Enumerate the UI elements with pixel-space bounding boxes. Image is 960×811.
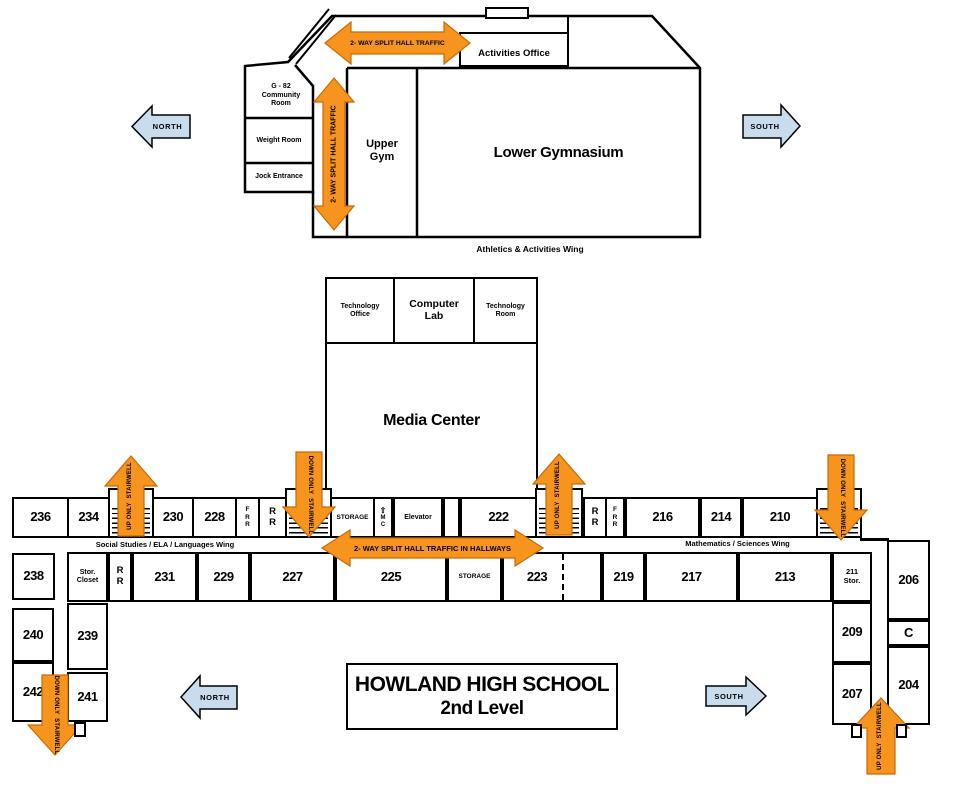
title-box: HOWLAND HIGH SCHOOL 2nd Level — [346, 663, 618, 730]
room-217: 217 — [645, 552, 738, 602]
north-label: NORTH — [200, 692, 230, 702]
right-wing-label: Mathematics / Sciences Wing — [685, 539, 790, 548]
room-c: C — [887, 620, 930, 646]
entrance-door-line — [288, 8, 330, 59]
room-weight-label: Weight Room — [256, 136, 302, 144]
room-211-stor: 211 Stor. — [832, 552, 872, 602]
south-arrow-top: SOUTH — [742, 103, 802, 149]
split-hall-traffic-label: 2- WAY SPLIT HALL TRAFFIC — [350, 39, 445, 47]
computer-lab-room: Computer Lab — [393, 277, 475, 344]
left-wing-label: Social Studies / ELA / Languages Wing — [95, 540, 235, 549]
room-234: 234 — [67, 497, 110, 538]
down-stairwell-label: DOWN ONLYSTAIRWELL — [52, 675, 59, 755]
roof-notch — [485, 7, 529, 19]
room-storage-1: STORAGE — [330, 497, 375, 538]
room-227: 227 — [250, 552, 335, 602]
up-stairwell-arrow-left: UP ONLYSTAIRWELL — [103, 455, 159, 537]
room-213: 213 — [738, 552, 832, 602]
up-stairwell-label: UP ONLYSTAIRWELL — [127, 462, 134, 530]
north-arrow-bottom: NORTH — [179, 674, 238, 720]
door-notch-left — [74, 722, 86, 737]
room-223-divider — [562, 554, 564, 600]
hallway-traffic-arrow: 2- WAY SPLIT HALL TRAFFIC IN HALLWAYS — [320, 528, 545, 568]
split-hall-traffic-arrow-top: 2- WAY SPLIT HALL TRAFFIC — [324, 20, 471, 66]
split-hall-traffic-arrow-vertical: 2- WAY SPLIT HALL TRAFFIC — [312, 77, 356, 231]
up-stairwell-arrow-mid: UP ONLYSTAIRWELL — [531, 453, 587, 536]
activities-office-label: Activities Office — [478, 48, 550, 60]
hallway-traffic-label: 2- WAY SPLIT HALL TRAFFIC IN HALLWAYS — [353, 543, 512, 553]
room-g82-label: G - 82 Community Room — [261, 83, 301, 108]
room-210: 210 — [742, 497, 818, 538]
room-219: 219 — [602, 552, 645, 602]
up-stairwell-label: UP ONLYSTAIRWELL — [877, 702, 884, 770]
room-228: 228 — [192, 497, 237, 538]
room-238: 238 — [12, 553, 55, 600]
south-label: SOUTH — [750, 121, 780, 131]
down-stairwell-arrow-left: DOWN ONLYSTAIRWELL — [281, 451, 337, 538]
room-229: 229 — [197, 552, 250, 602]
room-231: 231 — [132, 552, 197, 602]
room-blank — [443, 497, 460, 538]
door-notch-right-a — [851, 724, 862, 738]
north-label: NORTH — [152, 122, 183, 131]
wall-connector — [860, 538, 889, 541]
room-storage-2: STORAGE — [447, 552, 502, 602]
athletics-wing-shape — [243, 14, 702, 239]
room-elevator: Elevator — [393, 497, 443, 538]
title-line1: HOWLAND HIGH SCHOOL — [354, 672, 610, 696]
athletics-wing-outline — [243, 7, 702, 239]
door-notch-right-b — [896, 724, 907, 738]
room-216: 216 — [625, 497, 700, 538]
athletics-wing-caption: Athletics & Activities Wing — [476, 244, 584, 255]
down-stairwell-label: DOWN ONLYSTAIRWELL — [306, 455, 313, 534]
room-jock-label: Jock Entrance — [255, 172, 303, 180]
north-arrow-top: NORTH — [130, 104, 191, 149]
room-236: 236 — [12, 497, 69, 538]
room-230: 230 — [152, 497, 194, 538]
technology-room: Technology Room — [473, 277, 538, 344]
down-stairwell-label: DOWN ONLYSTAIRWELL — [838, 458, 845, 537]
room-209: 209 — [832, 602, 872, 663]
down-stairwell-arrow-bottom-left: DOWN ONLYSTAIRWELL — [26, 674, 84, 756]
south-label: SOUTH — [714, 691, 744, 701]
split-hall-traffic-label: 2- WAY SPLIT HALL TRAFFIC — [330, 105, 338, 203]
south-arrow-bottom: SOUTH — [705, 675, 768, 717]
technology-office-room: Technology Office — [325, 277, 395, 344]
lower-gym-label: Lower Gymnasium — [493, 144, 624, 161]
title-line2: 2nd Level — [440, 698, 524, 720]
room-239: 239 — [67, 603, 108, 670]
room-222: 222 — [460, 497, 537, 538]
upper-gym-label: Upper Gym — [366, 137, 398, 163]
entrance-door-line — [295, 14, 337, 65]
down-stairwell-arrow-right: DOWN ONLYSTAIRWELL — [813, 454, 869, 541]
media-center-room: Media Center — [325, 342, 538, 499]
room-206: 206 — [887, 540, 930, 620]
room-241: 241 — [67, 672, 108, 722]
room-240: 240 — [12, 608, 54, 662]
room-214: 214 — [700, 497, 742, 538]
room-stor-closet: Stor. Closet — [67, 552, 108, 602]
up-stairwell-label: UP ONLYSTAIRWELL — [555, 460, 562, 529]
